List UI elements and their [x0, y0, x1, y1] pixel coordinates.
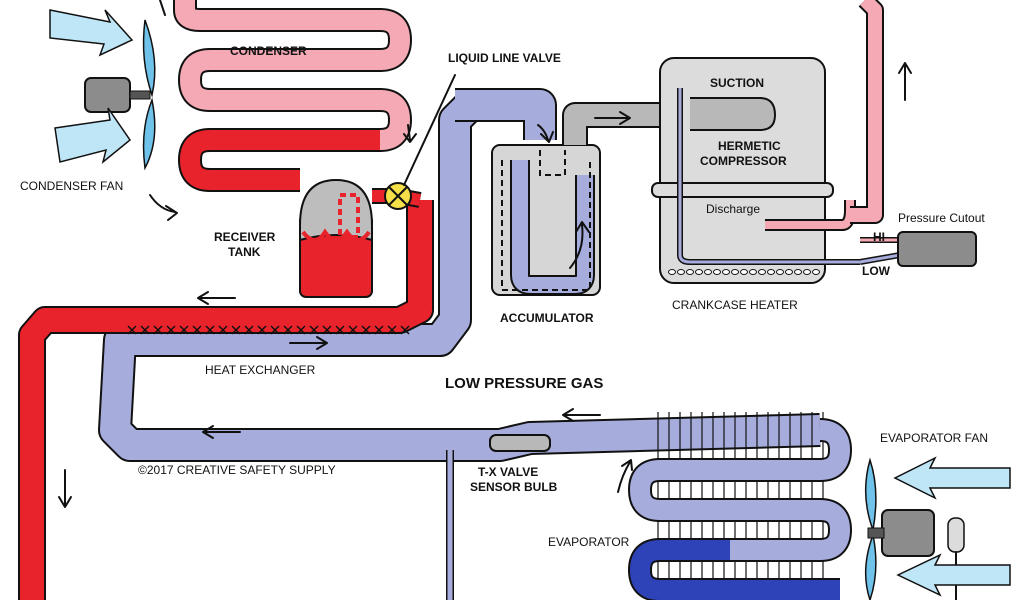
flow-arrow-icon — [617, 459, 633, 493]
heat-exchanger-mark — [374, 325, 384, 335]
discharge-label: Discharge — [706, 202, 760, 216]
receiver-label: RECEIVER — [214, 230, 276, 244]
crankcase-heater-label: CRANKCASE HEATER — [672, 298, 798, 312]
air-arrow-icon — [896, 553, 1011, 597]
liquid-line-valve-pointer — [403, 74, 456, 186]
heat-exchanger-mark — [153, 325, 163, 335]
condenser-coil — [173, 0, 412, 192]
tank-label: TANK — [228, 245, 261, 259]
flow-arrow-icon — [898, 62, 912, 101]
heat-exchanger-mark — [309, 325, 319, 335]
air-arrow-icon — [54, 107, 132, 165]
heat-exchanger-mark — [231, 325, 241, 335]
heat-exchanger-mark — [192, 325, 202, 335]
crankcase-heater-element — [731, 269, 739, 275]
suction-label: SUCTION — [710, 76, 764, 90]
heat-exchanger-coil — [127, 325, 410, 335]
crankcase-heater-element — [803, 269, 811, 275]
heat-exchanger-mark — [387, 325, 397, 335]
crankcase-heater-element — [785, 269, 793, 275]
crankcase-heater-element — [677, 269, 685, 275]
condenser-fan — [49, 9, 156, 171]
crankcase-heater-element — [704, 269, 712, 275]
heat-exchanger-mark — [218, 325, 228, 335]
pressure-cutout-label: Pressure Cutout — [898, 211, 985, 225]
crankcase-heater-element — [713, 269, 721, 275]
flow-arrow-icon — [58, 469, 72, 508]
receiver-tank — [299, 178, 373, 298]
heat-exchanger-mark — [257, 325, 267, 335]
air-arrow-icon — [49, 9, 134, 57]
crankcase-heater-element — [686, 269, 694, 275]
pressure-cutout — [859, 231, 977, 267]
tx-valve-sensor-bulb — [489, 434, 551, 452]
evaporator — [628, 412, 852, 600]
heat-exchanger-mark — [283, 325, 293, 335]
flow-arrow-icon — [289, 336, 328, 350]
crankcase-heater-element — [740, 269, 748, 275]
heat-exchanger-mark — [348, 325, 358, 335]
heat-exchanger-label: HEAT EXCHANGER — [205, 363, 316, 377]
condenser-fan-label: CONDENSER FAN — [20, 179, 123, 193]
crankcase-heater-element — [722, 269, 730, 275]
flow-arrow-icon — [562, 408, 601, 422]
hermetic-compressor — [651, 57, 860, 284]
air-arrow-icon — [893, 456, 1011, 500]
condenser-label: CONDENSER — [230, 44, 307, 58]
flow-arrow-icon — [403, 124, 417, 143]
liquid-line-valve — [384, 182, 412, 210]
hermetic-label: HERMETIC — [718, 139, 781, 153]
evaporator-fan-label: EVAPORATOR FAN — [880, 431, 988, 445]
crankcase-heater-element — [695, 269, 703, 275]
crankcase-heater-element — [767, 269, 775, 275]
copyright-text: ©2017 CREATIVE SAFETY SUPPLY — [138, 463, 336, 477]
accumulator-label: ACCUMULATOR — [500, 311, 594, 325]
crankcase-heater-element — [749, 269, 757, 275]
low-label: LOW — [862, 264, 891, 278]
heat-exchanger-mark — [127, 325, 137, 335]
heat-exchanger-mark — [400, 325, 410, 335]
crankcase-heater-element — [794, 269, 802, 275]
sensor-bulb-label: SENSOR BULB — [470, 480, 558, 494]
compressor-label: COMPRESSOR — [700, 154, 787, 168]
heat-exchanger-mark — [140, 325, 150, 335]
low-pressure-gas-label: LOW PRESSURE GAS — [445, 375, 603, 392]
crankcase-heater-element — [758, 269, 766, 275]
flow-arrow-icon — [159, 0, 166, 16]
heat-exchanger-mark — [296, 325, 306, 335]
evaporator-fan — [864, 456, 1011, 600]
crankcase-heater-element — [668, 269, 676, 275]
heat-exchanger-mark — [335, 325, 345, 335]
hi-label: HI — [873, 230, 885, 244]
heat-exchanger-mark — [270, 325, 280, 335]
heat-exchanger-mark — [361, 325, 371, 335]
flow-arrow-icon — [537, 124, 554, 143]
heat-exchanger-mark — [205, 325, 215, 335]
crankcase-heater-element — [776, 269, 784, 275]
flow-arrow-icon — [202, 425, 241, 439]
flow-arrows — [58, 0, 912, 508]
heat-exchanger-mark — [244, 325, 254, 335]
flow-arrow-icon — [197, 291, 236, 305]
heat-exchanger-mark — [322, 325, 332, 335]
tx-valve-label: T-X VALVE — [478, 465, 538, 479]
flow-arrow-icon — [594, 111, 631, 125]
flow-arrow-icon — [569, 221, 590, 269]
evaporator-label: EVAPORATOR — [548, 535, 630, 549]
heat-exchanger-mark — [166, 325, 176, 335]
liquid-line — [18, 200, 434, 600]
liquid-line-valve-label: LIQUID LINE VALVE — [448, 51, 561, 65]
accumulator — [491, 144, 601, 296]
crankcase-heater-element — [812, 269, 820, 275]
flow-arrow-icon — [149, 194, 178, 221]
heat-exchanger-mark — [179, 325, 189, 335]
